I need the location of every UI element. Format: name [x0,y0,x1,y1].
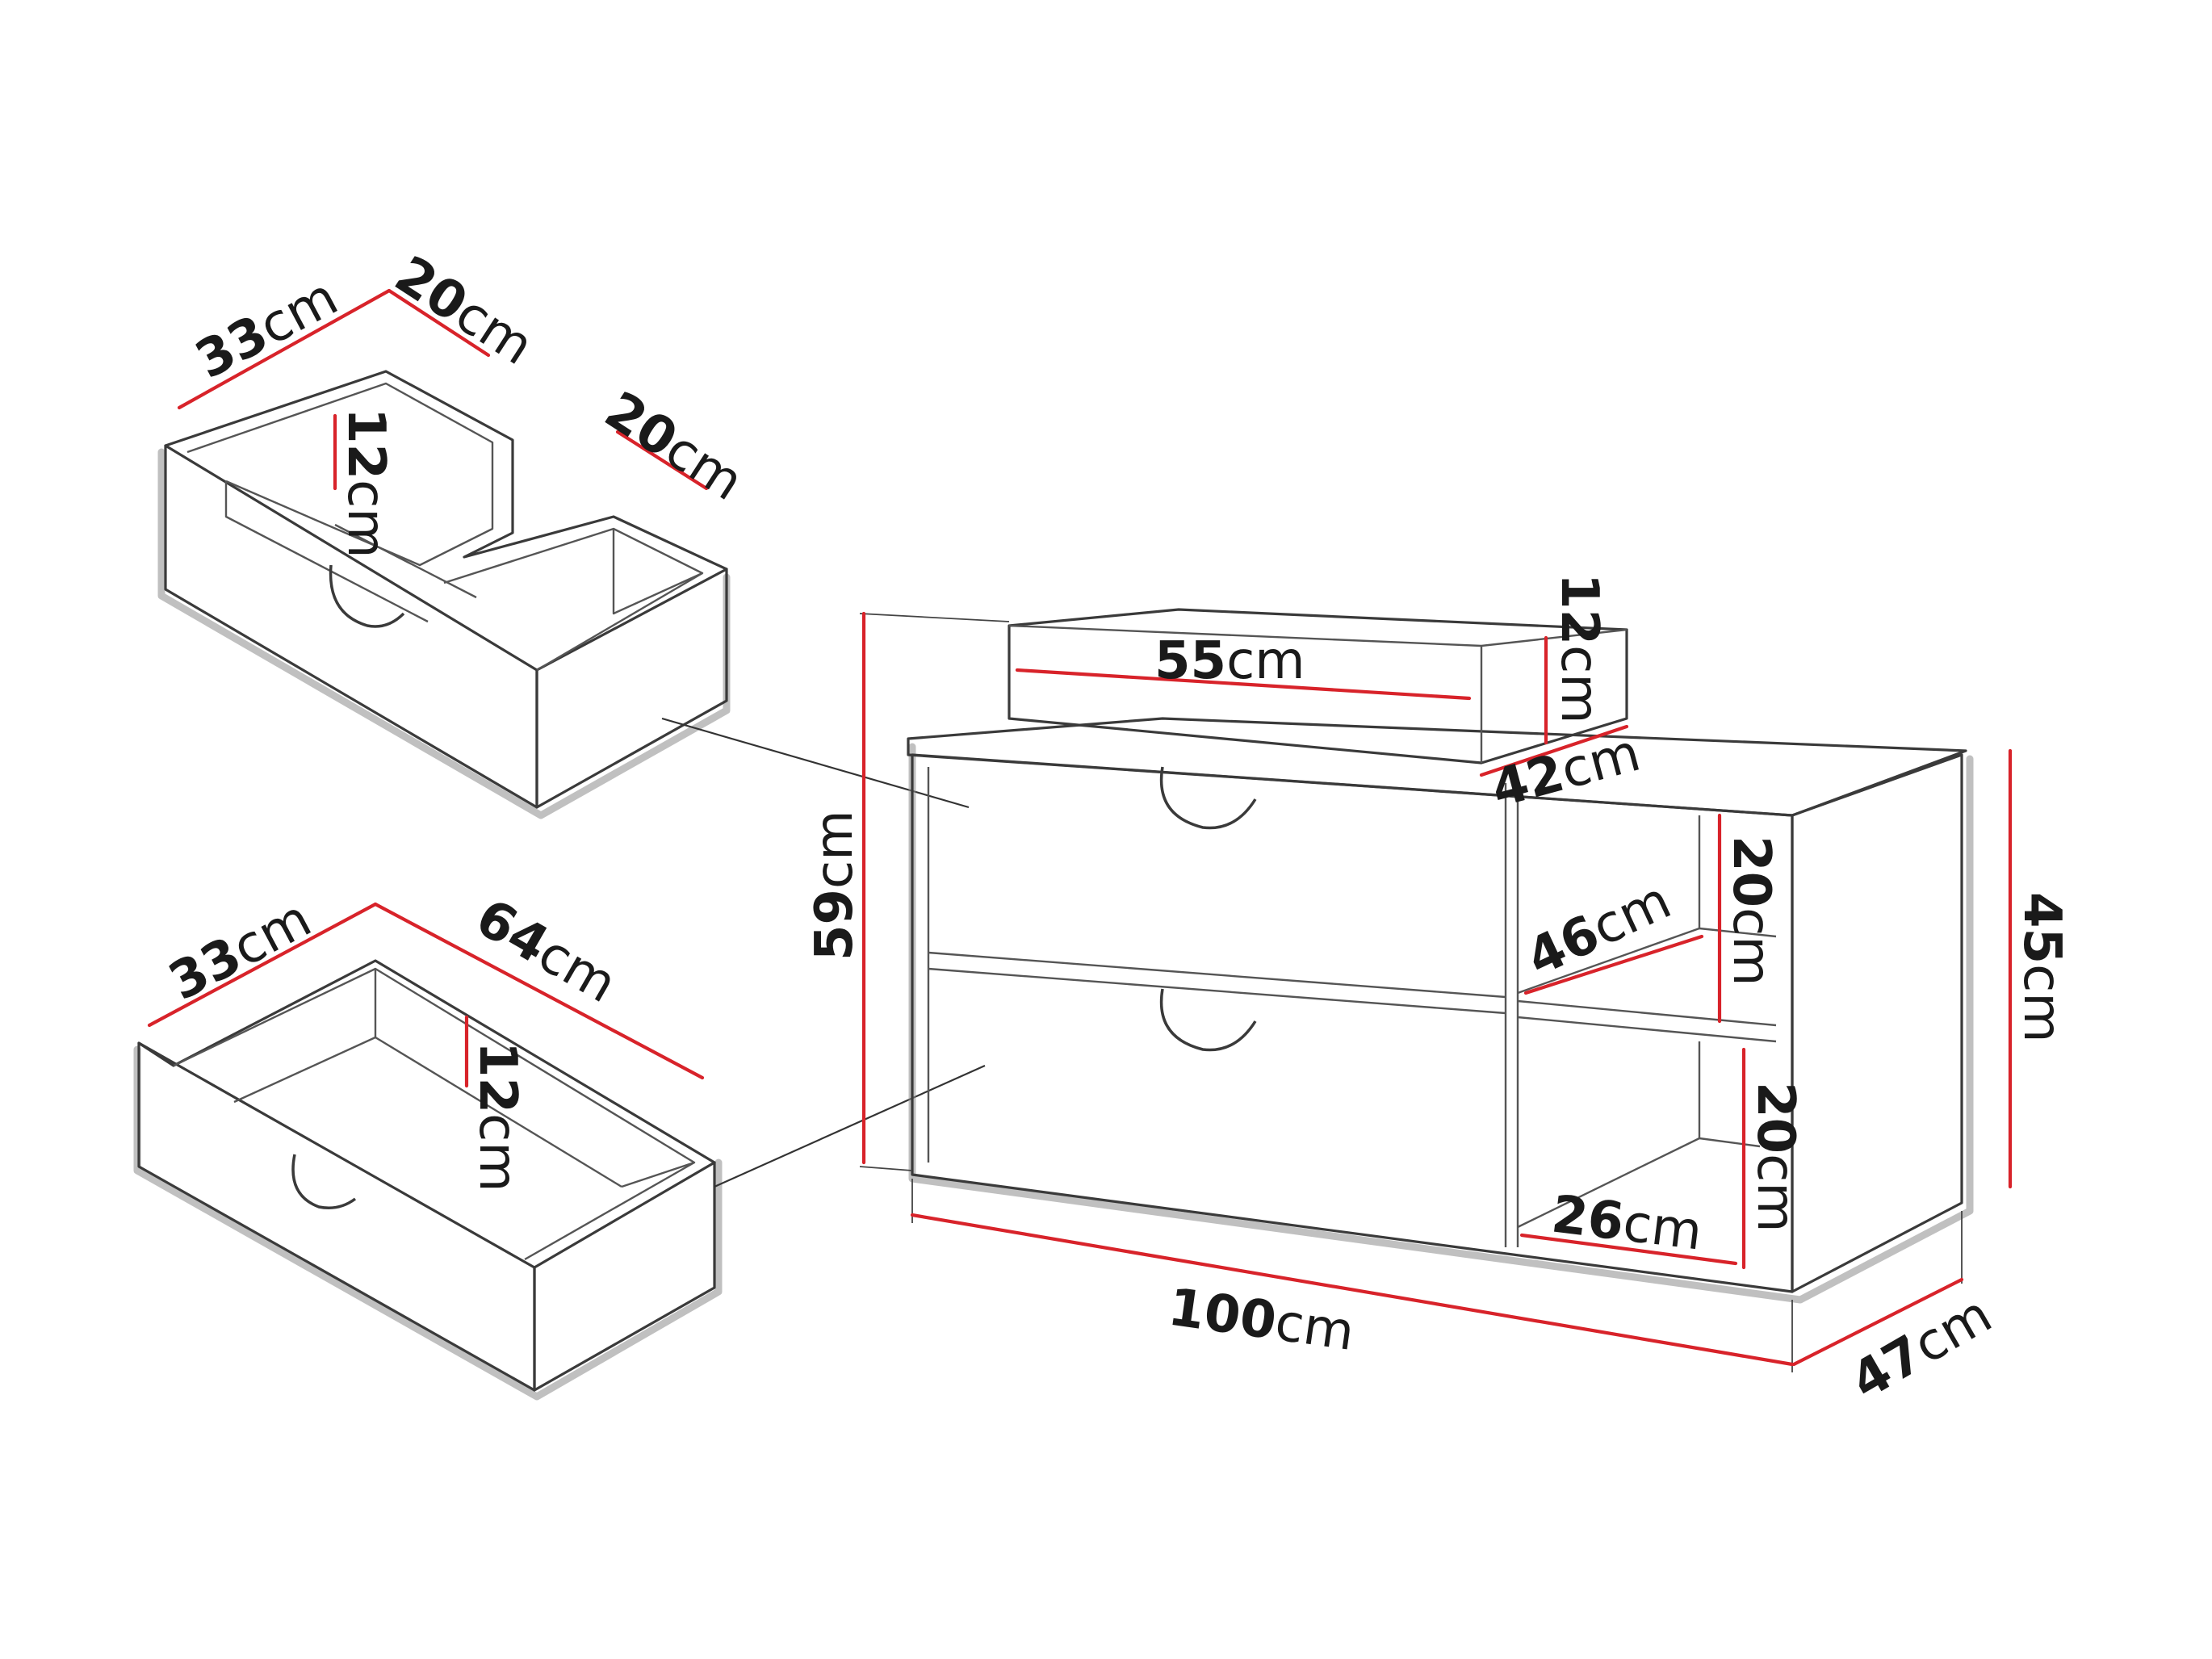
cabinet-drawing [859,608,1974,1372]
bottom-drawer-drawing [133,959,986,1401]
label-top-drawer-side: 20cm [384,245,543,377]
label-top-drawer-front: 20cm [594,380,753,513]
label-cabinet-depth: 47cm [1841,1284,2002,1411]
basin [1008,608,1628,765]
label-shelf-lower-height: 20cm [1745,1082,1805,1233]
top-drawer-drawing [157,370,970,819]
dimension-labels: 33cm 20cm 12cm 20cm 33cm 64cm 12cm 55cm … [160,245,2072,1411]
drawer-handle [1159,766,1257,830]
label-bottom-drawer-depth: 33cm [160,889,320,1012]
label-total-height: 59cm [805,810,865,961]
label-top-drawer-height: 12cm [336,408,396,559]
label-top-drawer-depth: 33cm [186,267,347,391]
label-cabinet-width: 100cm [1165,1278,1358,1363]
drawer-handle [1159,988,1257,1052]
label-basin-width: 55cm [1154,631,1305,691]
label-shelf-lower-width: 26cm [1548,1184,1705,1262]
label-bottom-drawer-height: 12cm [467,1041,527,1192]
label-shelf-upper-height: 20cm [1721,836,1781,987]
dimension-lines [147,288,2013,1367]
label-cabinet-height: 45cm [2012,892,2072,1043]
label-basin-height: 12cm [1549,573,1609,724]
drawer-handle [291,1154,357,1209]
drawer-handle [329,564,405,628]
